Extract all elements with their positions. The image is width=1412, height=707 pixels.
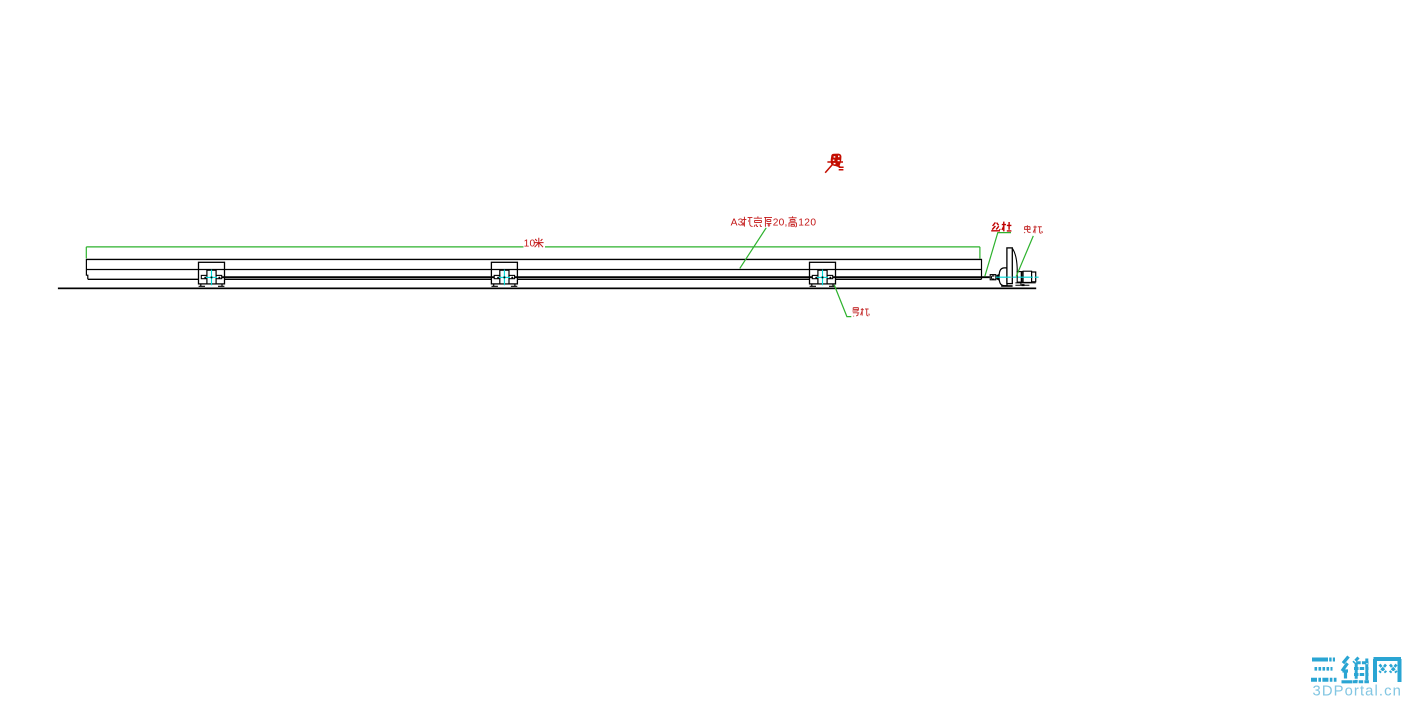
svg-text:20,: 20, [773, 218, 788, 229]
svg-text:120: 120 [798, 218, 816, 229]
svg-text:3DPortal.cn: 3DPortal.cn [1313, 684, 1402, 700]
svg-text:10: 10 [524, 238, 536, 249]
svg-text:A3: A3 [731, 218, 744, 229]
